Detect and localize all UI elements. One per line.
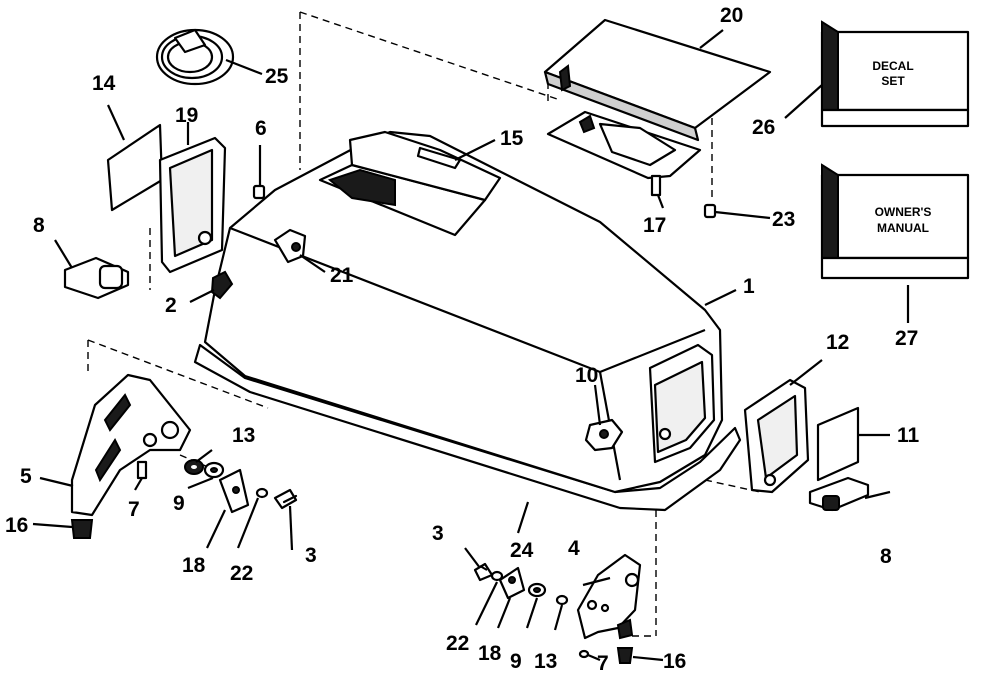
harness-25 [155, 28, 235, 86]
latch-21 [273, 228, 307, 264]
callout-14: 14 [92, 72, 116, 95]
callout-1: 1 [743, 275, 755, 298]
cover-rear-panel-hole [658, 427, 672, 441]
decal-label-line1: DECAL [872, 59, 913, 73]
decal-label-line2: SET [881, 74, 905, 88]
screw-6 [252, 184, 266, 200]
owners-manual-box: OWNER'S MANUAL [820, 163, 970, 280]
top-cover-20 [543, 18, 772, 142]
callout-19: 19 [175, 104, 198, 127]
callout-4: 4 [568, 537, 580, 560]
grommet-16-left [70, 519, 94, 539]
bracket-17 [546, 110, 702, 197]
plate-18-right [498, 566, 526, 600]
callout-18-left: 18 [182, 554, 206, 577]
callout-11: 11 [897, 424, 920, 447]
washer-9-right [527, 582, 547, 598]
assembly-lines [87, 11, 761, 637]
callout-10: 10 [575, 364, 598, 387]
callout-17: 17 [643, 214, 666, 237]
callout-20: 20 [720, 4, 743, 27]
callout-24: 24 [510, 539, 534, 562]
washer-22-left [255, 487, 269, 499]
washer-9-left [203, 461, 225, 479]
callout-3-right: 3 [432, 522, 444, 545]
callout-22-left: 22 [230, 562, 253, 585]
side-port [210, 270, 234, 300]
screw-23 [703, 203, 717, 219]
pin-7-left [136, 460, 148, 480]
callout-25: 25 [265, 65, 289, 88]
callout-8-right: 8 [880, 545, 892, 568]
callout-2: 2 [165, 294, 177, 317]
frame-19 [158, 136, 227, 274]
callout-3-left: 3 [305, 544, 317, 567]
decal-set-box: DECAL SET [820, 20, 970, 128]
door-12 [743, 378, 810, 494]
callout-21: 21 [330, 264, 354, 287]
callout-22-right: 22 [446, 632, 469, 655]
leader-lines [32, 29, 910, 662]
cover-intake-vent [327, 168, 396, 207]
bolt-3-left [273, 488, 298, 510]
callout-27: 27 [895, 327, 918, 350]
callout-9-right: 9 [510, 650, 522, 673]
manual-label-line2: MANUAL [877, 221, 929, 235]
callout-16-right: 16 [663, 650, 686, 673]
callout-labels: 1 2 3 3 4 5 6 7 7 8 8 9 9 10 11 12 13 13… [5, 4, 920, 674]
callout-12: 12 [826, 331, 849, 354]
latch-21-screw [291, 242, 301, 252]
callout-9-left: 9 [173, 492, 185, 515]
callout-7-right: 7 [597, 652, 609, 674]
bracket-5 [70, 373, 192, 517]
pin-7-right [578, 649, 590, 659]
callout-13-right: 13 [534, 650, 557, 673]
handle-8-right [808, 476, 870, 512]
callout-26: 26 [752, 116, 775, 139]
washer-22-right [490, 570, 504, 582]
manual-label-line1: OWNER'S [875, 205, 932, 219]
washer-13-left [184, 459, 204, 475]
cover-hood-ridge [348, 130, 502, 202]
cover-grille-slot [416, 146, 462, 170]
callout-16-left: 16 [5, 514, 28, 537]
plate-18-left [218, 468, 250, 514]
callout-15: 15 [500, 127, 524, 150]
callout-6: 6 [255, 117, 267, 140]
latch-10-stud [599, 429, 609, 439]
handle-8-left [63, 256, 130, 300]
bracket-4 [576, 553, 642, 640]
panel-14 [106, 123, 164, 212]
callout-7-left: 7 [128, 498, 140, 521]
callout-13-left: 13 [232, 424, 255, 447]
grommet-16-right [616, 647, 634, 664]
callout-23: 23 [772, 208, 795, 231]
callout-8-left: 8 [33, 214, 45, 237]
washer-13-right [555, 594, 569, 606]
callout-18-right: 18 [478, 642, 502, 665]
callout-5: 5 [20, 465, 32, 488]
label-11 [816, 406, 860, 482]
engine-cover [193, 130, 742, 512]
